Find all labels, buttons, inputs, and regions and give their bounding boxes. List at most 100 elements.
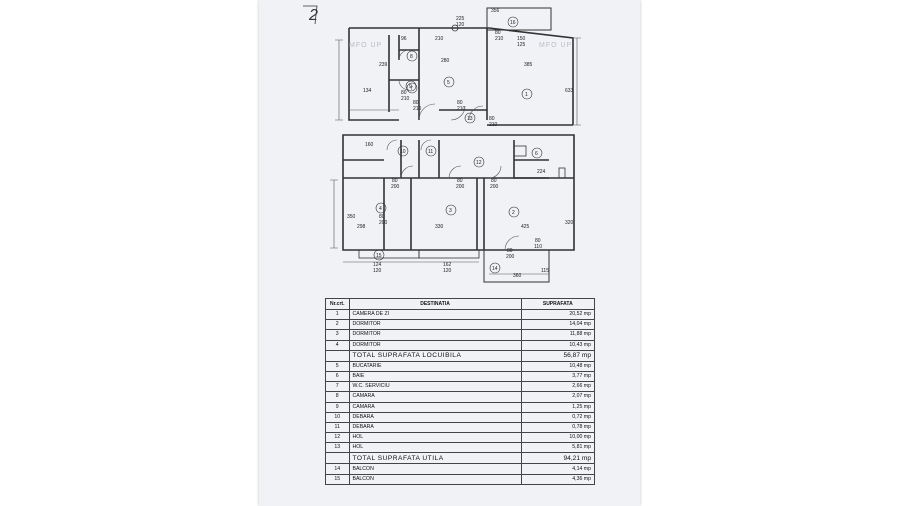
row-surface: 2,66 mp	[520, 381, 596, 393]
header-surface: SUPRAFATA	[520, 298, 596, 310]
header-nr: Nr.crt.	[325, 298, 350, 310]
dimension-label: 320	[565, 220, 574, 226]
corner-mark: 2	[308, 7, 318, 24]
row-surface: 20,52 mp	[520, 308, 596, 321]
dimension-label: 80	[392, 178, 398, 184]
dimension-label: 120	[443, 268, 452, 274]
row-number	[325, 452, 350, 465]
row-surface: 5,81 mp	[520, 442, 596, 454]
dimension-label: 162	[443, 262, 452, 268]
row-surface: 4,36 mp	[520, 473, 596, 485]
dimension-label: 224	[537, 169, 546, 175]
row-number: 6	[325, 370, 350, 383]
room-number: 13	[467, 116, 473, 122]
dimension-label: 160	[365, 142, 374, 148]
room-number: 11	[428, 149, 433, 155]
dimension-label: 356	[491, 8, 500, 14]
row-number	[325, 349, 350, 362]
row-number: 10	[325, 411, 350, 423]
room-number: 12	[476, 160, 482, 166]
dimension-label: 124	[373, 262, 382, 268]
row-surface: 1,25 mp	[520, 401, 596, 413]
row-destination: DEBARA	[348, 421, 522, 434]
room-number: 1	[525, 92, 528, 98]
dimension-label: 80	[379, 214, 385, 220]
header-destination: DESTINATIA	[348, 298, 522, 310]
room-number: 8	[410, 54, 413, 60]
room-number: 10	[400, 149, 406, 155]
dimension-label: 80	[491, 178, 497, 184]
row-destination: W.C. SERVICIU	[348, 381, 522, 393]
row-destination: CAMERA DE ZI	[348, 308, 522, 321]
row-destination: HOL	[348, 432, 522, 444]
row-number: 3	[325, 329, 350, 341]
row-surface: 0,78 mp	[520, 421, 596, 434]
table-header-row: Nr.crt. DESTINATIA SUPRAFATA	[325, 298, 596, 310]
room-number: 2	[512, 210, 515, 216]
document-sheet: 225 120 356 150 125 96 210 280 80 210 38…	[259, 0, 640, 506]
row-surface: 11,88 mp	[520, 329, 596, 341]
row-destination: DORMITOR	[348, 329, 522, 341]
dimension-label: 80	[457, 100, 463, 106]
row-surface: 56,87 mp	[520, 349, 596, 362]
dimension-label: 225	[456, 16, 465, 22]
dimension-label: 210	[401, 96, 410, 102]
row-number: 13	[325, 442, 350, 454]
dimension-label: 200	[379, 220, 388, 226]
dimension-label: 239	[379, 62, 388, 68]
row-number: 8	[325, 391, 350, 403]
room-number: 14	[492, 266, 498, 272]
row-number: 7	[325, 381, 350, 393]
row-destination: DORMITOR	[348, 339, 522, 351]
row-destination: DORMITOR	[348, 319, 522, 331]
dimension-label: 120	[456, 22, 465, 28]
dimension-label: 80	[507, 248, 513, 254]
watermark-text: MFO UP	[349, 42, 383, 49]
room-number: 7	[410, 86, 413, 92]
dimension-label: 350	[347, 214, 356, 220]
dimension-labels: 225 120 356 150 125 96 210 280 80 210 38…	[347, 8, 574, 279]
row-number: 5	[325, 360, 350, 372]
row-number: 14	[325, 463, 350, 475]
row-surface: 10,48 mp	[520, 360, 596, 372]
dimension-label: 110	[534, 244, 542, 250]
dimension-label: 330	[435, 224, 444, 230]
dimension-label: 80	[401, 90, 407, 96]
dimension-label: 200	[506, 254, 515, 260]
dimension-label: 115	[541, 268, 549, 274]
dimension-label: 125	[517, 42, 526, 48]
row-surface: 0,72 mp	[520, 411, 596, 423]
dimension-label: 134	[363, 88, 372, 94]
dimension-label: 200	[490, 184, 499, 190]
dimension-label: 96	[401, 36, 407, 42]
dimension-label: 633	[565, 88, 574, 94]
dimension-label: 80	[535, 238, 541, 244]
row-number: 4	[325, 339, 350, 351]
dimension-label: 80	[413, 100, 419, 106]
row-surface: 10,00 mp	[520, 432, 596, 444]
dimension-label: 210	[435, 36, 444, 42]
room-number: 6	[535, 151, 538, 157]
row-number: 9	[325, 401, 350, 413]
row-destination: TOTAL SUPRAFATA UTILA	[348, 452, 522, 465]
room-markers	[373, 16, 543, 274]
room-number: 9	[409, 84, 412, 90]
dimension-label: 360	[513, 273, 522, 279]
dimension-label: 80	[495, 30, 501, 36]
row-surface: 94,21 mp	[520, 452, 596, 465]
row-number: 15	[325, 473, 350, 485]
dimension-label: 120	[373, 268, 382, 274]
room-number: 5	[447, 80, 450, 86]
